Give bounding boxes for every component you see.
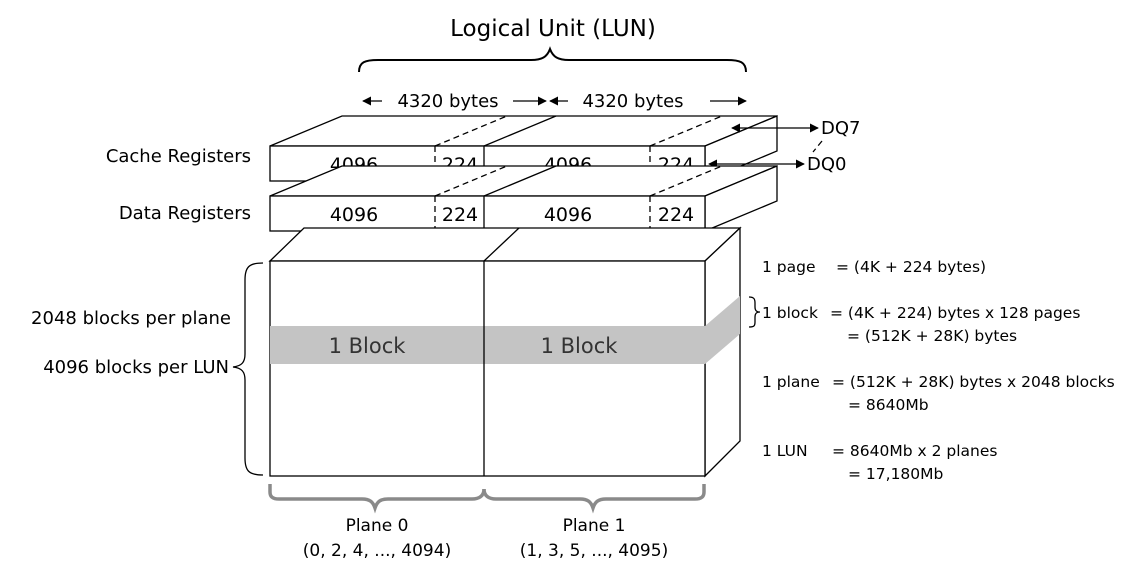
- note-lun-lhs: 1 LUN: [762, 442, 808, 460]
- data-register-top-face: [269, 165, 778, 197]
- cache-register-top-face: [269, 115, 778, 147]
- note-page-lhs: 1 page: [762, 258, 816, 276]
- plane1-brace: [482, 484, 706, 514]
- data-cell-data-plane0: 4096: [330, 204, 378, 226]
- note-page-rhs: = (4K + 224 bytes): [836, 258, 986, 276]
- note-block-rhs2: = (512K + 28K) bytes: [847, 327, 1017, 345]
- plane1-name: Plane 1: [563, 516, 626, 536]
- block-label-plane1: 1 Block: [541, 334, 619, 358]
- diagram-title: Logical Unit (LUN): [450, 16, 656, 42]
- data-cell-spare-plane0: 224: [442, 204, 478, 226]
- width-label-plane1: 4320 bytes: [582, 91, 683, 112]
- left-lun-brace: [232, 262, 264, 476]
- cache-registers: Cache Registers 4096 224 4096 224: [106, 115, 778, 182]
- lun-top-face: [268, 227, 742, 262]
- block-band-side: [705, 296, 740, 364]
- capacity-notes: 1 page = (4K + 224 bytes) 1 block = (4K …: [748, 258, 1115, 483]
- lun-brace: [358, 46, 747, 73]
- lun-front-face: [269, 260, 706, 477]
- note-lun-rhs1: = 8640Mb x 2 planes: [832, 442, 997, 460]
- lun-array: 1 Block 1 Block: [268, 226, 742, 478]
- note-lun-rhs2: = 17,180Mb: [848, 465, 943, 483]
- data-cell-spare-plane1: 224: [658, 204, 694, 226]
- blocks-per-lun-label: 4096 blocks per LUN: [43, 357, 229, 378]
- data-registers: Data Registers 4096 224 4096 224: [119, 165, 778, 232]
- block-note-brace: [748, 296, 761, 328]
- plane0-blocks: (0, 2, 4, ..., 4094): [303, 541, 451, 561]
- dq7-label: DQ7: [821, 118, 860, 139]
- note-plane-rhs2: = 8640Mb: [848, 396, 929, 414]
- data-cell-data-plane1: 4096: [544, 204, 592, 226]
- note-plane-lhs: 1 plane: [762, 373, 820, 391]
- dq-bus-dashed-link: [812, 140, 823, 153]
- data-register-label: Data Registers: [119, 203, 251, 224]
- cache-register-label: Cache Registers: [106, 146, 251, 167]
- plane1-blocks: (1, 3, 5, ..., 4095): [520, 541, 668, 561]
- dq0-label: DQ0: [807, 154, 846, 175]
- note-block-lhs: 1 block: [762, 304, 818, 322]
- note-block-rhs1: = (4K + 224) bytes x 128 pages: [830, 304, 1080, 322]
- width-label-plane0: 4320 bytes: [397, 91, 498, 112]
- blocks-per-plane-label: 2048 blocks per plane: [31, 308, 231, 329]
- note-plane-rhs1: = (512K + 28K) bytes x 2048 blocks: [832, 373, 1115, 391]
- plane0-name: Plane 0: [346, 516, 409, 536]
- block-label-plane0: 1 Block: [329, 334, 407, 358]
- plane0-brace: [268, 484, 486, 514]
- block-band: [270, 326, 705, 364]
